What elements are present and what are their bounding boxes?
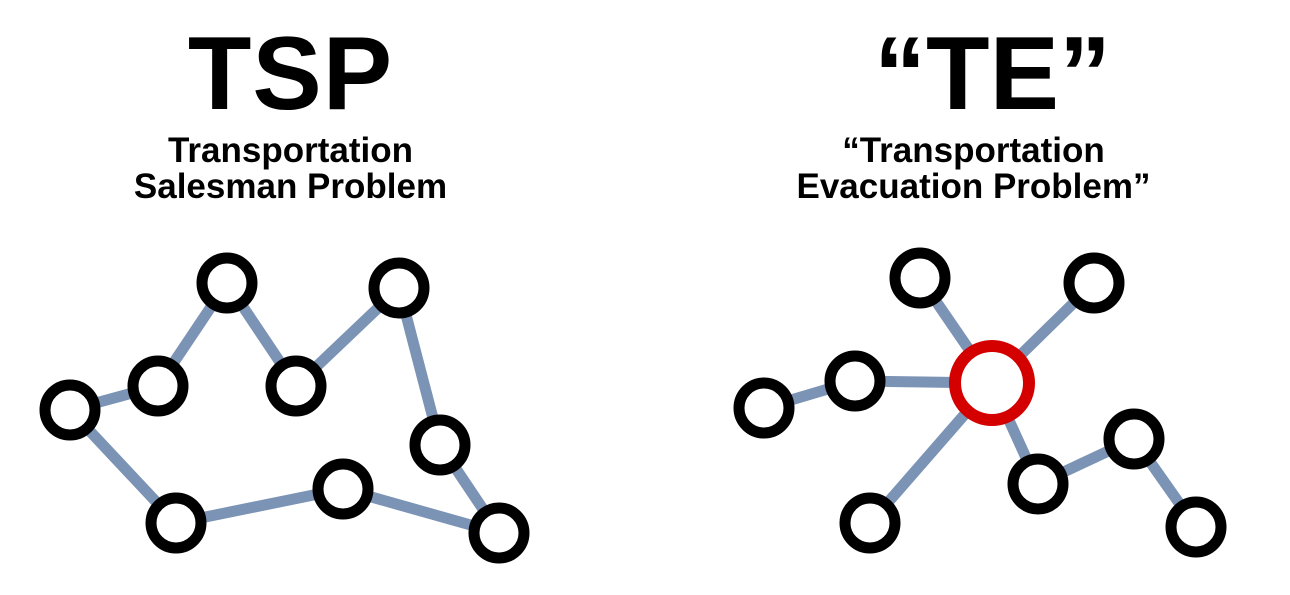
tsp-node xyxy=(368,257,430,319)
te-node xyxy=(733,377,795,439)
tsp-node xyxy=(265,355,327,417)
tsp-node xyxy=(196,252,258,314)
te-star-graph xyxy=(733,247,1227,558)
tsp-tour-graph xyxy=(39,252,530,564)
te-subtitle: “Transportation Evacuation Problem” xyxy=(651,133,1290,205)
te-node xyxy=(1007,453,1069,515)
te-node xyxy=(839,492,901,554)
tsp-panel: TSP Transportation Salesman Problem xyxy=(0,16,613,205)
te-subtitle-line1: “Transportation xyxy=(842,131,1105,170)
tsp-node xyxy=(409,414,471,476)
tsp-subtitle: Transportation Salesman Problem xyxy=(0,133,613,205)
te-hub-node xyxy=(949,340,1035,426)
tsp-subtitle-line1: Transportation xyxy=(167,131,414,170)
tsp-node xyxy=(127,355,189,417)
te-panel: “TE” “Transportation Evacuation Problem” xyxy=(645,0,1290,595)
tsp-node xyxy=(39,379,101,441)
tsp-node xyxy=(145,492,207,554)
te-title: “TE” xyxy=(874,16,1111,132)
tsp-node xyxy=(468,502,530,564)
tsp-subtitle-line2: Salesman Problem xyxy=(133,167,448,206)
tsp-node xyxy=(312,458,374,520)
te-nodes xyxy=(733,247,1227,558)
te-node xyxy=(824,350,886,412)
te-node xyxy=(1165,496,1227,558)
tsp-nodes xyxy=(39,252,530,564)
te-subtitle-line2: Evacuation Problem” xyxy=(796,167,1151,206)
te-node xyxy=(889,247,951,309)
te-node xyxy=(1063,252,1125,314)
te-node xyxy=(1103,408,1165,470)
tsp-title: TSP xyxy=(187,16,394,132)
